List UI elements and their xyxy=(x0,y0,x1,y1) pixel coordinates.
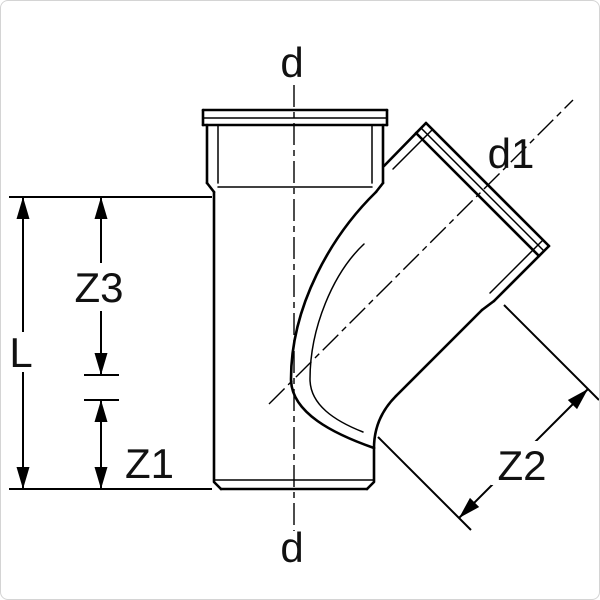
dimensions xyxy=(9,196,599,531)
top-socket-left-chamfer xyxy=(205,181,216,194)
branch-lower-side xyxy=(492,244,551,303)
pipe-left-wall xyxy=(212,190,223,491)
extension-line-z2-lower xyxy=(377,436,472,531)
fitting-outline xyxy=(201,108,551,491)
branch-socket-inner-lower xyxy=(489,240,543,294)
top-socket-right-chamfer xyxy=(374,181,385,194)
label-l: L xyxy=(9,329,32,376)
branch-lower-wall xyxy=(394,308,484,398)
branch-centerline xyxy=(268,99,574,405)
branch-shoulder-chamfer xyxy=(480,299,496,312)
label-z1: Z1 xyxy=(125,440,174,487)
branch-socket-face xyxy=(424,121,551,248)
label-d-bottom: d xyxy=(280,524,303,571)
label-z3: Z3 xyxy=(74,264,123,311)
label-z2: Z2 xyxy=(497,442,546,489)
branch-socket-rim-inner-line xyxy=(420,127,545,252)
dimension-labels: d d1 L Z3 Z1 Z2 d xyxy=(9,39,546,571)
branch-socket-inner-upper xyxy=(392,129,433,170)
label-d1: d1 xyxy=(488,130,535,177)
pipe-right-wall-lower xyxy=(365,446,376,491)
branch-crotch-fillet xyxy=(372,394,398,450)
extension-line-z2-upper xyxy=(503,304,599,401)
branch-socket-band-bottom xyxy=(414,131,541,258)
z2-label-background xyxy=(491,441,553,485)
saddle-curve-inner xyxy=(309,243,365,433)
branch-upper-edge xyxy=(382,121,428,168)
saddle-curve-outer xyxy=(289,190,378,450)
centerlines xyxy=(268,85,574,531)
label-d-top: d xyxy=(280,39,303,86)
